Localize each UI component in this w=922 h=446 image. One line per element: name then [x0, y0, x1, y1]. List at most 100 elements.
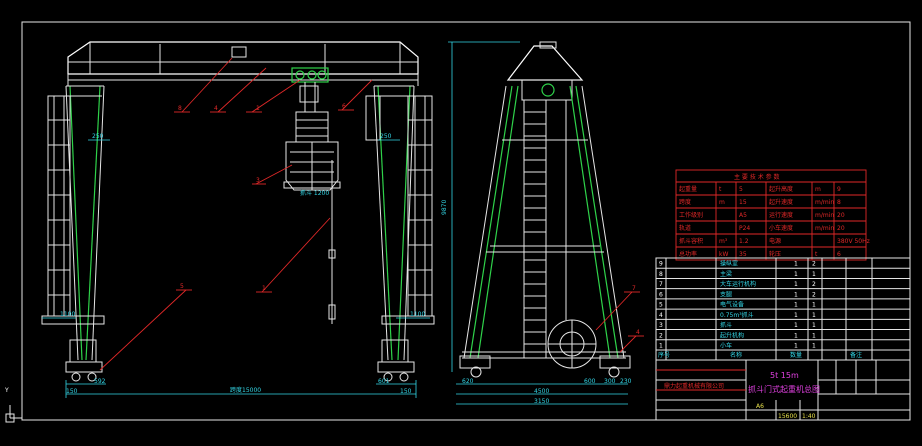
drawing-border — [21, 21, 911, 421]
params-cell: 小车速度 — [769, 224, 793, 232]
dim-left-side: 1100 — [60, 311, 75, 318]
parts-cell: 1 — [812, 343, 816, 350]
parts-cell: 2 — [812, 281, 816, 288]
grab-label: 抓斗 1200 — [300, 189, 329, 197]
parts-cell: 8 — [659, 271, 663, 278]
parts-cell: 1 — [812, 332, 816, 339]
params-cell: 运行速度 — [769, 211, 793, 219]
callout-5: 5 — [180, 283, 184, 290]
parts-header-cell: 备注 — [850, 351, 862, 359]
left-leg — [65, 85, 105, 382]
dim-bottom-left-b: 150 — [66, 388, 78, 395]
parts-cell: 电气设备 — [720, 301, 744, 309]
parts-cell: 1 — [794, 322, 798, 329]
parts-cell: 5 — [659, 302, 663, 309]
params-cell: 跨度 — [679, 198, 691, 206]
params-cell: P24 — [739, 225, 750, 232]
parts-cell: 1 — [812, 271, 816, 278]
side-view: 9870 620 600 300 230 4500 3150 7 4 — [441, 41, 644, 405]
parts-cell: 1 — [812, 302, 816, 309]
parts-cell: 1 — [659, 343, 663, 350]
grab-bucket — [283, 111, 341, 324]
parts-cell: 1 — [794, 291, 798, 298]
parts-cell: 6 — [659, 291, 663, 298]
parts-cell: 9 — [659, 261, 663, 268]
dim-base-overall: 3150 — [534, 398, 549, 405]
parts-list-frame — [655, 257, 911, 421]
front-leaders — [99, 57, 373, 371]
side-wheel-left — [470, 366, 482, 378]
callout-1-mid: 1 — [262, 285, 266, 292]
params-cell: 20 — [837, 225, 845, 232]
right-ladder — [365, 95, 435, 325]
parts-cell: 小车 — [720, 342, 732, 350]
parts-cell: 1 — [794, 332, 798, 339]
parts-cell: 1 — [794, 312, 798, 319]
parts-header-cell: 名称 — [730, 351, 742, 359]
parts-cell: 1 — [794, 343, 798, 350]
params-cell: 总功率 — [679, 250, 697, 258]
sheet-size: A6 — [756, 403, 764, 410]
dim-right-side: 1100 — [410, 311, 425, 318]
params-cell: 轨道 — [679, 224, 691, 232]
params-cell: m — [815, 186, 821, 193]
dim-bottom-left-a: 592 — [94, 378, 106, 385]
callout-4: 4 — [214, 105, 218, 112]
params-cell: 电源 — [769, 237, 781, 245]
parts-cell: 2 — [659, 332, 663, 339]
params-cell: 1.2 — [739, 238, 749, 245]
callout-8: 8 — [178, 105, 182, 112]
params-cell: t — [815, 251, 818, 258]
params-cell: 20 — [837, 212, 845, 219]
parts-header-cell: 数量 — [790, 351, 802, 359]
parts-cell: 2 — [812, 261, 816, 268]
parts-cell: 2 — [812, 291, 816, 298]
dim-height: 9870 — [441, 200, 448, 215]
params-cell: m/min — [815, 225, 834, 232]
front-view: 抓斗 1200 — [41, 41, 435, 398]
callout-1-top: 1 — [256, 105, 260, 112]
params-cell: 380V 50Hz — [837, 238, 870, 245]
params-cell: kW — [719, 251, 728, 258]
drawing-scale: 1:40 — [802, 413, 816, 420]
company-name: 鼎力起重机械有限公司 — [664, 382, 724, 390]
callout-6: 6 — [342, 103, 346, 110]
params-cell: 8 — [837, 199, 841, 206]
params-cell: 工作级别 — [679, 211, 703, 219]
ucs-axis-icon: Y — [4, 387, 22, 423]
params-cell: t — [719, 186, 722, 193]
parts-cell: 7 — [659, 281, 663, 288]
spec-line2: 抓斗门式起重机总图 — [748, 384, 820, 394]
parts-cell: 4 — [659, 312, 663, 319]
params-cell: 15 — [739, 199, 747, 206]
left-ladder — [41, 95, 105, 325]
dim-base-total: 4500 — [534, 388, 549, 395]
parts-cell: 操纵室 — [720, 260, 738, 268]
parts-cell: 起升机构 — [720, 331, 744, 339]
dim-right-bottom-c: 230 — [620, 378, 632, 385]
params-title: 主 要 技 术 参 数 — [734, 173, 780, 181]
parts-cell: 1 — [812, 312, 816, 319]
dim-bottom-right-b: 150 — [400, 388, 412, 395]
params-cell: 6 — [837, 251, 841, 258]
trolley — [291, 67, 329, 112]
parts-cell: 1 — [794, 261, 798, 268]
parts-cell: 主梁 — [720, 270, 732, 278]
dim-left-bottom: 620 — [462, 378, 474, 385]
dim-top-right: 250 — [380, 133, 392, 140]
params-table — [675, 169, 867, 261]
params-cell: 起升高度 — [769, 185, 793, 193]
parts-cell: 1 — [794, 302, 798, 309]
side-drum — [547, 319, 597, 369]
params-cell: 起升速度 — [769, 198, 793, 206]
dim-bottom-right-a: 601 — [378, 378, 390, 385]
side-wheel-right — [608, 366, 620, 378]
title-block — [656, 360, 910, 420]
parts-cell: 抓斗 — [720, 321, 732, 329]
params-cell: 5 — [739, 186, 743, 193]
parts-header: 序号名称数量备注 — [658, 351, 862, 359]
params-cell: 起重量 — [679, 185, 697, 193]
